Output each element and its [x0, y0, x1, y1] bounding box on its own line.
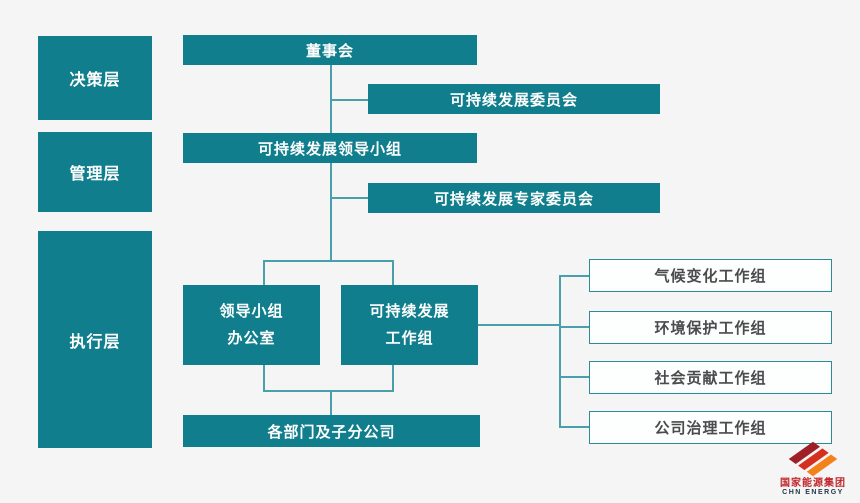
connector-line	[263, 365, 265, 392]
connector-line	[559, 376, 589, 378]
logo-text-en: CHN ENERGY	[782, 489, 844, 496]
node-departments: 各部门及子分公司	[183, 415, 480, 447]
company-logo: 国家能源集团 CHN ENERGY	[778, 441, 848, 499]
node-climate-work-group: 气候变化工作组	[589, 259, 832, 292]
connector-line	[330, 163, 332, 262]
connector-line	[263, 260, 394, 262]
node-label-line: 可持续发展	[369, 303, 450, 320]
logo-text-cn: 国家能源集团	[780, 478, 846, 489]
connector-line	[330, 390, 332, 415]
layer-box-management: 管理层	[38, 132, 152, 212]
connector-line	[559, 275, 561, 428]
connector-line	[559, 275, 589, 277]
node-label-line: 办公室	[227, 330, 276, 347]
connector-line	[330, 197, 368, 199]
node-label-line: 领导小组	[219, 303, 284, 320]
chn-energy-diamond-icon	[788, 441, 838, 477]
connector-line	[478, 324, 560, 326]
node-leading-group-office: 领导小组 办公室	[183, 285, 320, 365]
connector-line	[263, 260, 265, 285]
connector-line	[263, 390, 394, 392]
node-sd-working-group: 可持续发展 工作组	[341, 285, 478, 365]
connector-line	[330, 99, 368, 101]
node-environment-work-group: 环境保护工作组	[589, 311, 832, 344]
node-sd-leading-group: 可持续发展领导小组	[183, 133, 477, 163]
connector-line	[392, 260, 394, 285]
node-sd-committee: 可持续发展委员会	[368, 84, 660, 114]
node-board: 董事会	[183, 35, 477, 65]
connector-line	[559, 326, 589, 328]
node-social-work-group: 社会贡献工作组	[589, 361, 832, 394]
node-label-line: 工作组	[385, 330, 434, 347]
layer-box-decision: 决策层	[38, 36, 152, 120]
node-governance-work-group: 公司治理工作组	[589, 411, 832, 444]
connector-line	[559, 426, 589, 428]
layer-box-execution: 执行层	[38, 231, 152, 448]
node-sd-expert-committee: 可持续发展专家委员会	[368, 183, 660, 213]
connector-line	[392, 365, 394, 392]
